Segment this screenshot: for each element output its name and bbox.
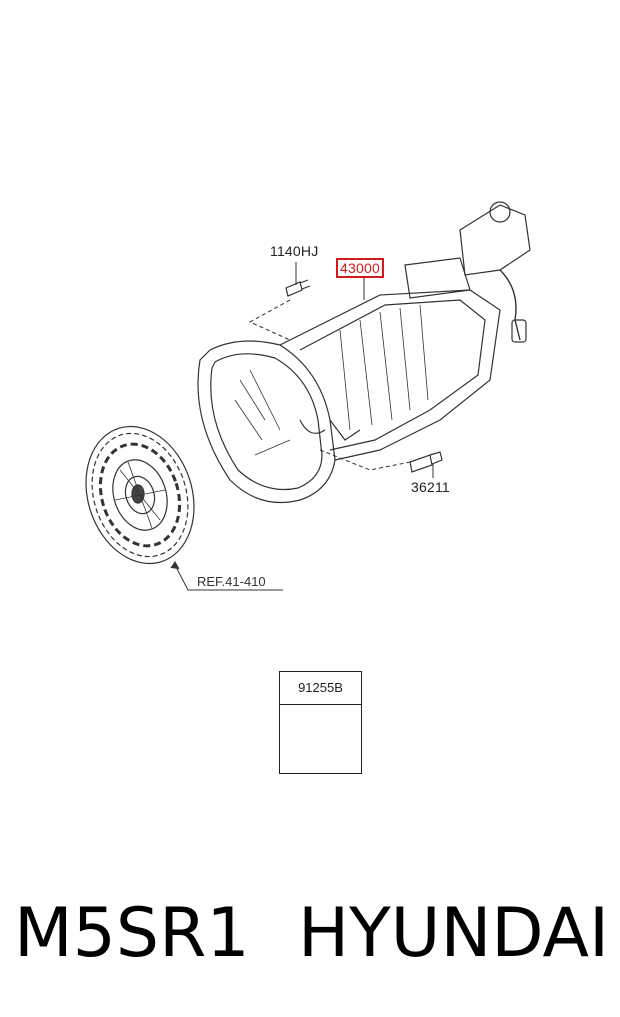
leader-lines [170, 262, 434, 591]
callout-bolt-top: 1140HJ [270, 243, 319, 259]
part-box: 91255B [279, 671, 362, 774]
callout-transmission[interactable]: 43000 [336, 258, 384, 278]
transmission-icon [197, 201, 531, 504]
bolt-bottom-icon [409, 451, 443, 473]
bolt-top-icon [285, 279, 311, 297]
brand-name: HYUNDAI [298, 894, 610, 973]
part-box-code: 91255B [280, 672, 361, 705]
reference-label: REF.41-410 [197, 574, 266, 589]
callout-bolt-bottom: 36211 [411, 479, 450, 495]
clutch-disc-icon [85, 425, 195, 565]
model-code: M5SR1 [14, 894, 250, 973]
